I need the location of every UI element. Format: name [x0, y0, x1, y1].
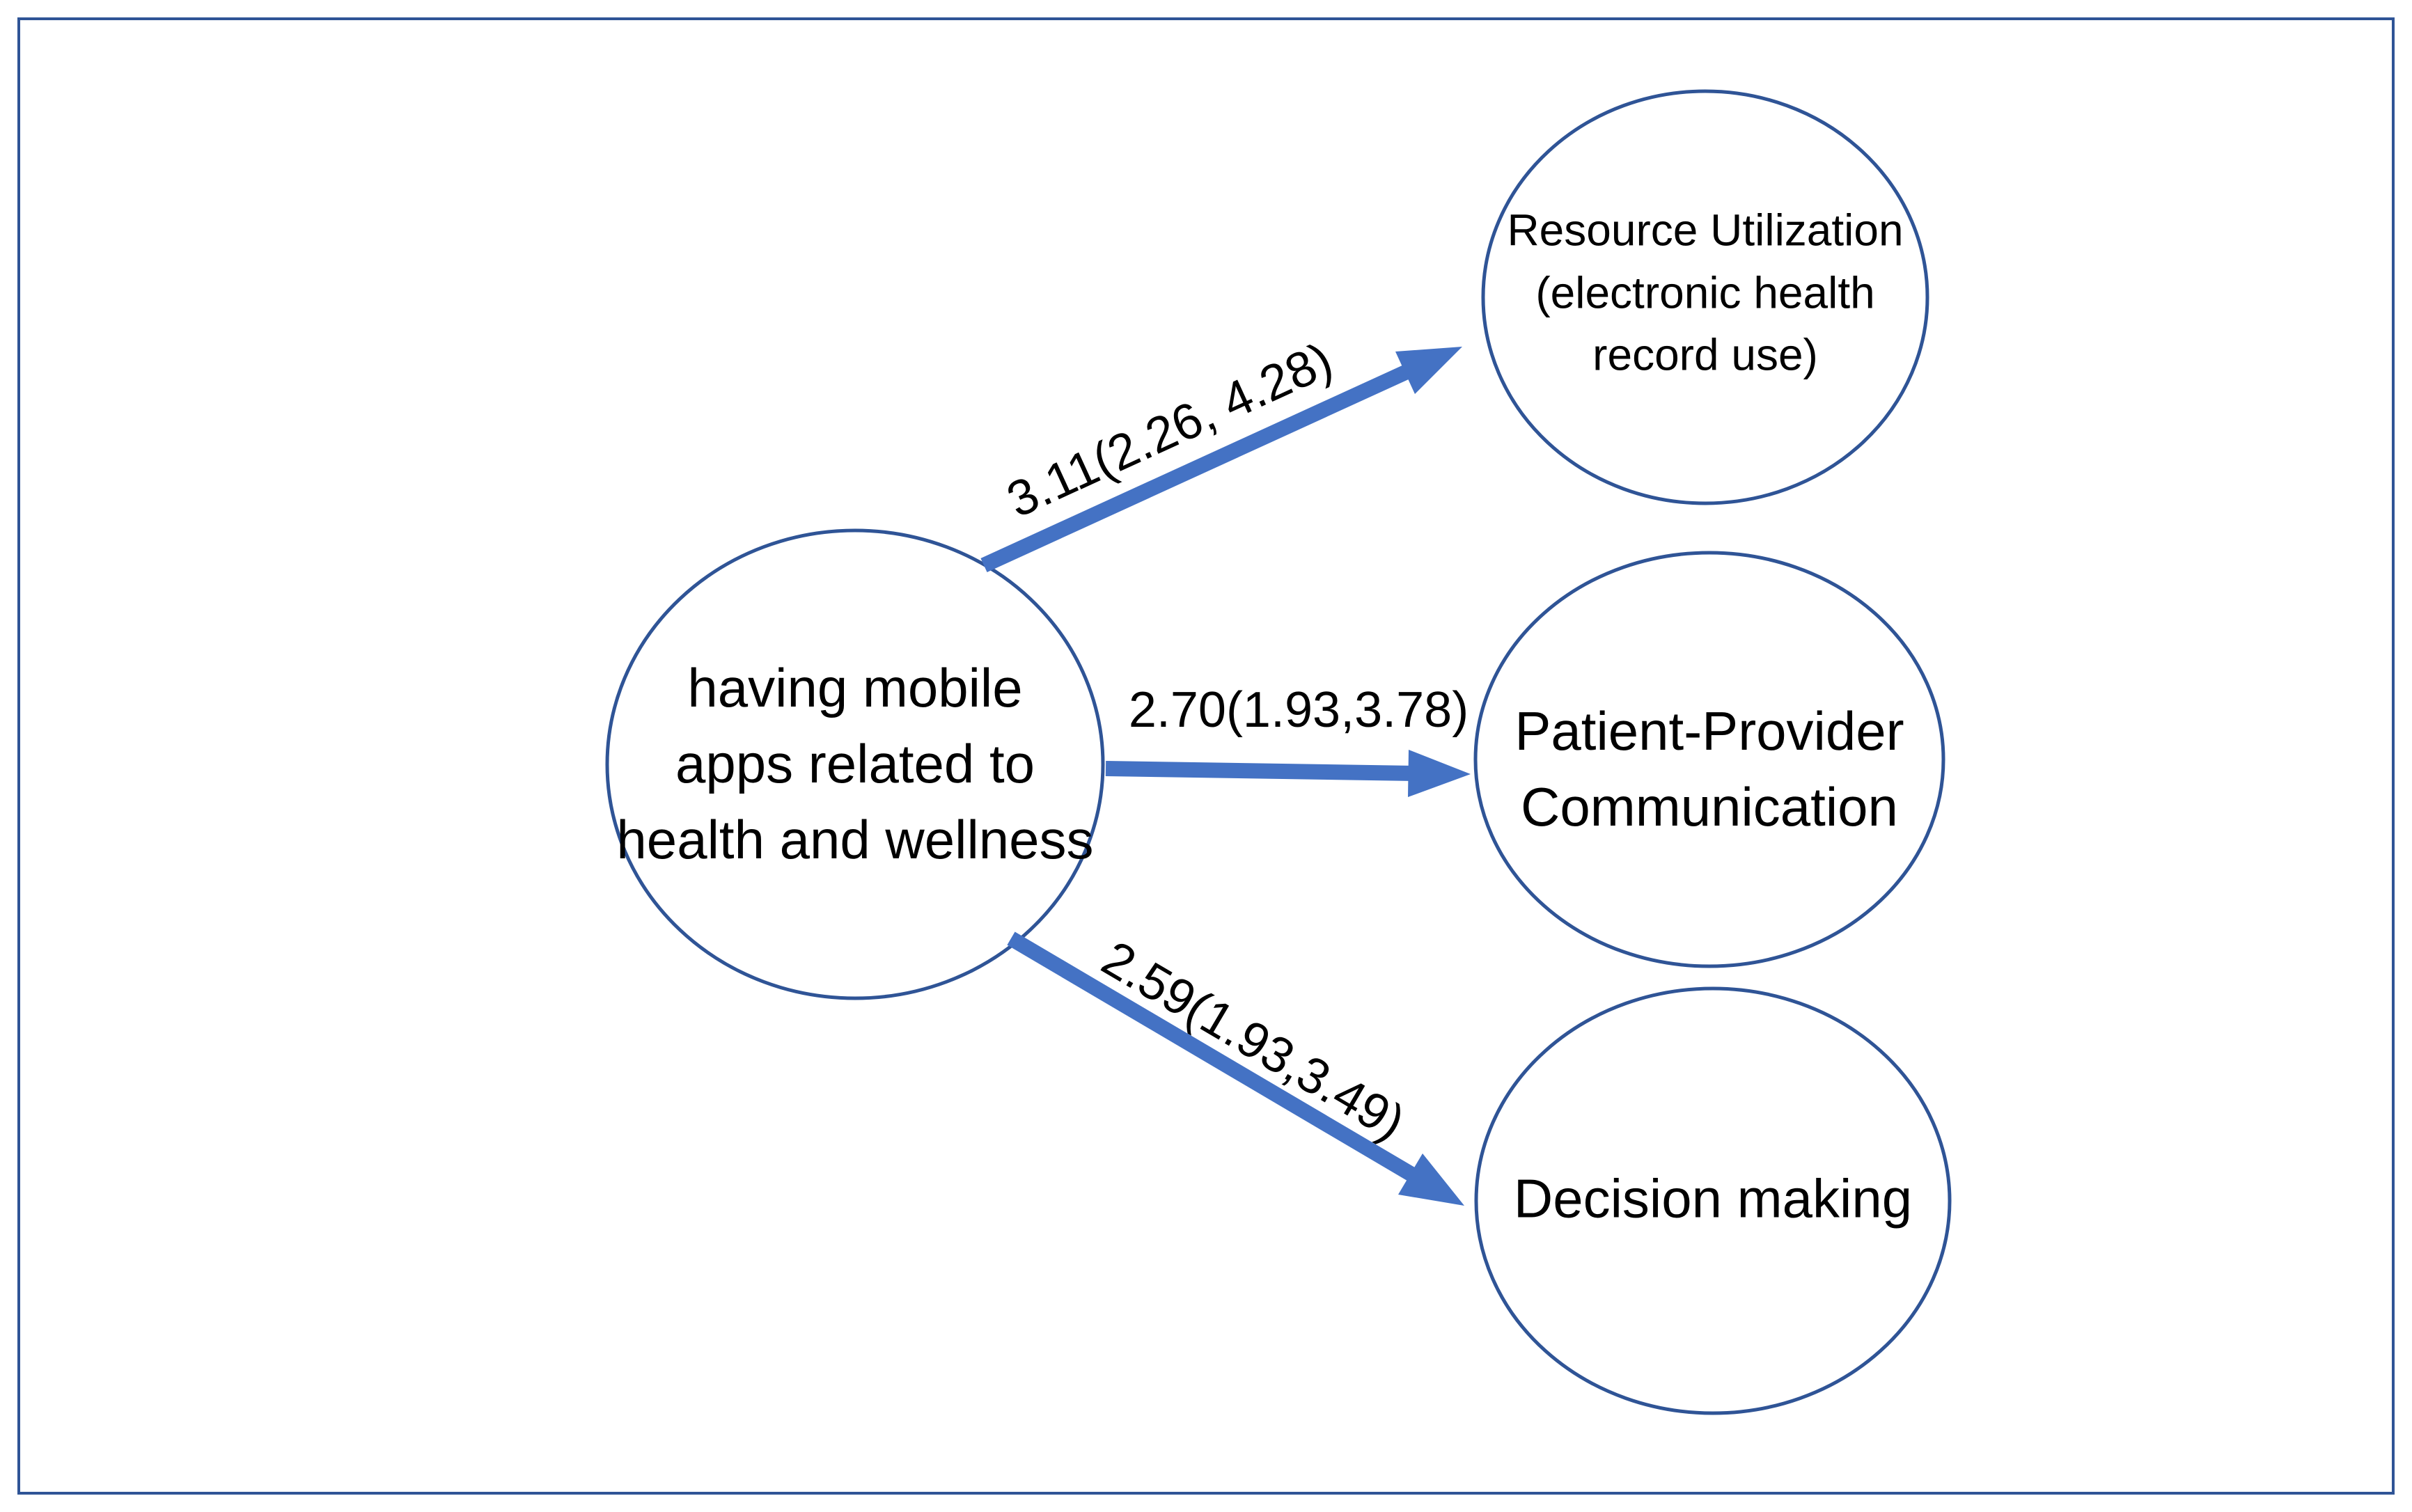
source-node-ellipse — [605, 528, 1105, 1000]
patient-provider-node-ellipse — [1473, 551, 1945, 968]
edge-arrow-shaft-communication — [1105, 761, 1416, 781]
resource-utilization-line2: (electronic health — [1535, 267, 1875, 318]
source-node-line3: health and wellness — [616, 809, 1094, 871]
source-node-line2: apps related to — [675, 733, 1035, 795]
edge-arrow-shaft-decision — [1007, 931, 1420, 1184]
resource-utilization-node-ellipse — [1481, 89, 1929, 505]
edge-arrowhead-decision — [1398, 1153, 1464, 1206]
resource-utilization-line1: Resource Utilization — [1507, 205, 1904, 255]
decision-making-node-ellipse — [1474, 986, 1952, 1415]
patient-provider-node-label: Patient-Provider Communication — [1514, 693, 1904, 845]
diagram-border — [17, 17, 2395, 1495]
edge-arrow-shaft-resource — [980, 362, 1415, 573]
decision-making-node-label: Decision making — [1514, 1160, 1912, 1236]
decision-making-line1: Decision making — [1513, 1167, 1913, 1229]
patient-provider-line1: Patient-Provider — [1514, 700, 1904, 762]
patient-provider-line2: Communication — [1521, 776, 1898, 837]
edge-arrowhead-communication — [1408, 750, 1471, 797]
edge-arrowhead-resource — [1395, 347, 1462, 394]
source-node-label: having mobile apps related to health and… — [616, 650, 1093, 879]
edge-label-communication: 2.70(1.93,3.78) — [1128, 682, 1469, 738]
source-node-line1: having mobile — [687, 657, 1023, 719]
resource-utilization-line3: record use) — [1592, 329, 1818, 380]
resource-utilization-node-label: Resource Utilization (electronic health … — [1507, 200, 1903, 387]
